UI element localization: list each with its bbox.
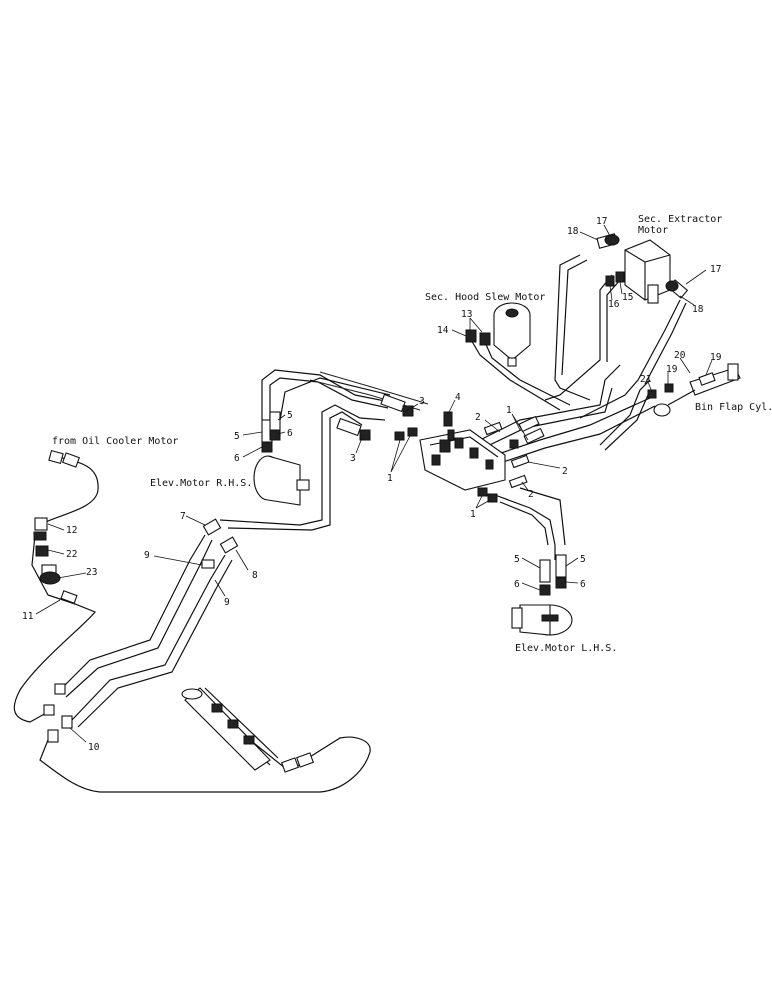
label-from-oil-cooler-motor: from Oil Cooler Motor bbox=[52, 436, 178, 447]
hose-fittings bbox=[33, 233, 716, 773]
label-sec-extractor-motor-line1: Sec. Extractor bbox=[638, 214, 722, 225]
callout-18: 18 bbox=[692, 304, 704, 315]
elev-motor-rhs bbox=[253, 455, 310, 506]
leader-lines bbox=[35, 224, 713, 743]
callout-18: 18 bbox=[567, 226, 579, 237]
callout-1: 1 bbox=[387, 473, 393, 484]
callout-21: 21 bbox=[640, 374, 652, 385]
tube-segment bbox=[181, 687, 271, 771]
callout-5: 5 bbox=[287, 410, 293, 421]
callout-2: 2 bbox=[562, 466, 568, 477]
callout-9: 9 bbox=[144, 550, 150, 561]
callout-3: 3 bbox=[419, 396, 425, 407]
bin-flap-cylinder bbox=[653, 363, 741, 417]
component-labels: Sec. Extractor Motor Sec. Hood Slew Moto… bbox=[52, 214, 772, 654]
callout-11: 11 bbox=[22, 611, 34, 622]
hose-runs bbox=[13, 254, 687, 793]
callout-10: 10 bbox=[88, 742, 100, 753]
callout-19: 19 bbox=[710, 352, 722, 363]
callout-1: 1 bbox=[470, 509, 476, 520]
callout-15: 15 bbox=[622, 292, 633, 303]
elev-motor-lhs bbox=[511, 604, 573, 636]
callout-5: 5 bbox=[580, 554, 586, 565]
callout-6: 6 bbox=[234, 453, 240, 464]
callout-7: 7 bbox=[180, 511, 186, 522]
callout-19: 19 bbox=[666, 364, 678, 375]
callout-20: 20 bbox=[674, 350, 686, 361]
callout-9: 9 bbox=[224, 597, 230, 608]
label-elev-motor-lhs: Elev.Motor L.H.S. bbox=[515, 643, 617, 654]
control-valve-block bbox=[419, 429, 506, 491]
callout-5: 5 bbox=[234, 431, 240, 442]
callout-4: 4 bbox=[455, 392, 461, 403]
label-sec-extractor-motor-line2: Motor bbox=[638, 225, 668, 236]
callout-14: 14 bbox=[437, 325, 449, 336]
callout-16: 16 bbox=[608, 299, 620, 310]
callout-17: 17 bbox=[596, 216, 607, 227]
callout-2: 2 bbox=[475, 412, 481, 423]
callout-17: 17 bbox=[710, 264, 721, 275]
callout-23: 23 bbox=[86, 567, 97, 578]
callout-2: 2 bbox=[528, 489, 534, 500]
sec-hood-slew-motor bbox=[493, 302, 531, 367]
callout-1: 1 bbox=[506, 405, 512, 416]
callout-6: 6 bbox=[287, 428, 293, 439]
callout-6: 6 bbox=[580, 579, 586, 590]
label-sec-hood-slew-motor: Sec. Hood Slew Motor bbox=[425, 292, 545, 303]
callout-8: 8 bbox=[252, 570, 258, 581]
label-bin-flap-cyl: Bin Flap Cyl. bbox=[695, 402, 772, 413]
callout-22: 22 bbox=[66, 549, 77, 560]
callout-13: 13 bbox=[461, 309, 472, 320]
callout-numbers: 1 1 1 2 2 2 3 3 4 5 5 5 5 6 6 6 6 7 8 9 … bbox=[22, 216, 722, 753]
label-elev-motor-rhs: Elev.Motor R.H.S. bbox=[150, 478, 252, 489]
callout-5: 5 bbox=[514, 554, 520, 565]
callout-12: 12 bbox=[66, 525, 77, 536]
callout-6: 6 bbox=[514, 579, 520, 590]
callout-3: 3 bbox=[350, 453, 356, 464]
